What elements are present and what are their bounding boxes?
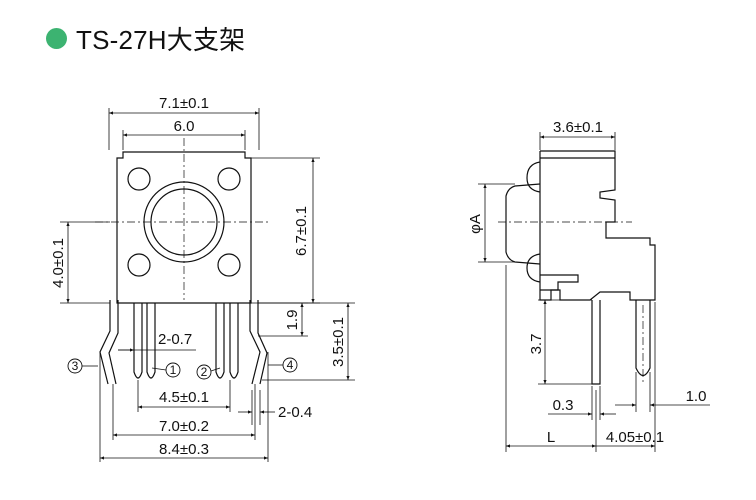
title: TS-27H大支架 [46, 22, 246, 55]
dim-length: L [547, 429, 555, 446]
pin-inner-left [133, 303, 143, 379]
dim-top-width: 3.6±0.1 [553, 119, 603, 136]
dim-pin-thickness: 0.3 [553, 397, 574, 414]
mounting-hole [127, 167, 151, 191]
side-plunger [505, 183, 541, 265]
dim-pin-gap: 2-0.7 [158, 331, 192, 348]
dim-outer-pitch: 7.0±0.2 [159, 418, 209, 435]
pin-marker-2: 2 [196, 364, 212, 380]
dim-leg-width: 2-0.4 [278, 404, 312, 421]
dim-pin-width: 1.0 [686, 388, 707, 405]
pin-marker-3-label: 3 [72, 359, 79, 373]
dim-leg-height: 3.5±0.1 [330, 317, 347, 367]
bullet-dot-icon [46, 27, 67, 49]
dim-inner-pitch: 4.5±0.1 [159, 389, 209, 406]
pin-inner-left-2 [146, 303, 156, 379]
pin-marker-4-label: 4 [287, 358, 294, 372]
pin-marker-3: 3 [67, 358, 83, 374]
side-centerlines [498, 221, 644, 382]
leg-outer-left [99, 300, 119, 385]
pin-marker-1-label: 1 [170, 363, 177, 377]
side-lower-bump [526, 253, 541, 283]
side-dim-lines [478, 132, 710, 452]
front-view [99, 151, 268, 385]
mounting-hole [127, 253, 151, 277]
mounting-hole [217, 167, 241, 191]
pin-marker-1: 1 [165, 362, 181, 378]
side-pin-left [591, 300, 601, 385]
dim-pin-offset: 1.9 [284, 310, 301, 331]
dim-center-height: 4.0±0.1 [50, 238, 67, 288]
dim-total-width: 8.4±0.3 [159, 441, 209, 458]
mounting-hole [217, 253, 241, 277]
dim-offset: 4.05±0.1 [606, 429, 664, 446]
dim-pin-length: 3.7 [528, 334, 545, 355]
leg-outer-right [249, 300, 268, 385]
pin-inner-right [215, 303, 225, 379]
front-dim-lines [60, 108, 355, 462]
dim-height: 6.7±0.1 [293, 206, 310, 256]
pin-marker-2-label: 2 [201, 365, 208, 379]
title-text: TS-27H大支架 [76, 24, 246, 55]
centerlines [95, 138, 270, 300]
dim-overall-width: 7.1±0.1 [159, 95, 209, 112]
side-upper-bump [526, 161, 541, 193]
pin-marker-4: 4 [282, 357, 298, 373]
dim-body-width: 6.0 [174, 118, 195, 135]
switch-body-outline [116, 151, 252, 304]
side-body-outline [539, 151, 579, 301]
pin-inner-right-2 [229, 303, 239, 379]
dim-diameter: φA [467, 214, 484, 234]
